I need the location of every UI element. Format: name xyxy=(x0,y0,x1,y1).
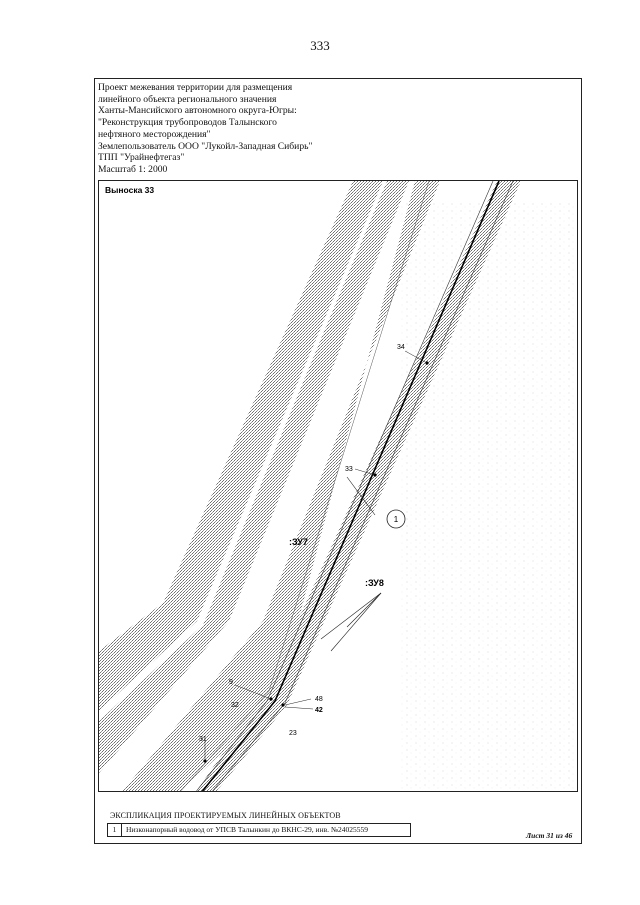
point-label-32: 32 xyxy=(231,702,239,709)
header-line: линейного объекта регионального значения xyxy=(98,93,277,105)
header-line: Масштаб 1: 2000 xyxy=(98,163,168,175)
point-leader xyxy=(354,468,376,476)
terrain-dots xyxy=(399,201,577,791)
leader-line xyxy=(330,592,382,652)
leader-line xyxy=(346,592,382,628)
point-leader xyxy=(284,706,314,710)
header-line: "Реконструкция трубопроводов Талынского xyxy=(98,117,277,129)
map-drawing: 1 Выноска 33 :ЗУ7 :ЗУ8 34 33 9 32 48 42 … xyxy=(99,181,577,791)
sheet-number: Лист 31 из 46 xyxy=(526,831,573,840)
point-leader xyxy=(404,350,428,364)
explication-title: ЭКСПЛИКАЦИЯ ПРОЕКТИРУЕМЫХ ЛИНЕЙНЫХ ОБЪЕК… xyxy=(110,811,341,820)
hatched-strip xyxy=(99,181,409,773)
point-label-23: 23 xyxy=(289,730,297,737)
point-label-9: 9 xyxy=(229,679,233,686)
legend-row: 1 Низконапорный водовод от УПСВ Талынкин… xyxy=(107,823,411,837)
header-line: нефтяного месторождения" xyxy=(98,128,211,140)
point-label-48: 48 xyxy=(315,696,323,703)
point-marker xyxy=(203,759,207,763)
point-label-34: 34 xyxy=(397,344,405,351)
point-leader xyxy=(234,684,272,700)
header-line: Землепользователь ООО "Лукойл-Западная С… xyxy=(98,140,313,152)
inner-line xyxy=(180,181,430,791)
pipeline-line xyxy=(201,181,500,791)
boundary-line xyxy=(212,181,514,791)
map-title: Выноска 33 xyxy=(105,185,154,195)
legend-text: Низконапорный водовод от УПСВ Талынкин д… xyxy=(126,825,369,834)
point-label-42: 42 xyxy=(315,707,323,714)
hatched-strip xyxy=(99,181,383,711)
parcel-label-zu8: :ЗУ8 xyxy=(365,578,384,588)
callout-circle xyxy=(386,509,406,529)
sheet-frame xyxy=(94,78,582,844)
parcel-label-zu7: :ЗУ7 xyxy=(289,537,308,547)
point-leader xyxy=(284,698,312,706)
header-line: Ханты-Мансийского автономного округа-Югр… xyxy=(98,105,297,117)
point-marker xyxy=(281,703,285,707)
legend-number: 1 xyxy=(108,824,122,836)
header-line: Проект межевания территории для размещен… xyxy=(98,82,293,93)
leader-line xyxy=(320,592,382,640)
sheet-header: Проект межевания территории для размещен… xyxy=(98,82,458,176)
hatched-corridor xyxy=(196,181,521,791)
point-label-33: 33 xyxy=(345,466,353,473)
point-label-31: 31 xyxy=(199,736,207,743)
map-inset: 1 Выноска 33 :ЗУ7 :ЗУ8 34 33 9 32 48 42 … xyxy=(98,180,578,792)
callout-number: 1 xyxy=(394,515,399,524)
boundary-line xyxy=(196,181,494,791)
page-number: 333 xyxy=(310,38,330,53)
header-line: ТПП "Урайнефтегаз" xyxy=(98,152,185,164)
callout-leader xyxy=(346,476,376,516)
